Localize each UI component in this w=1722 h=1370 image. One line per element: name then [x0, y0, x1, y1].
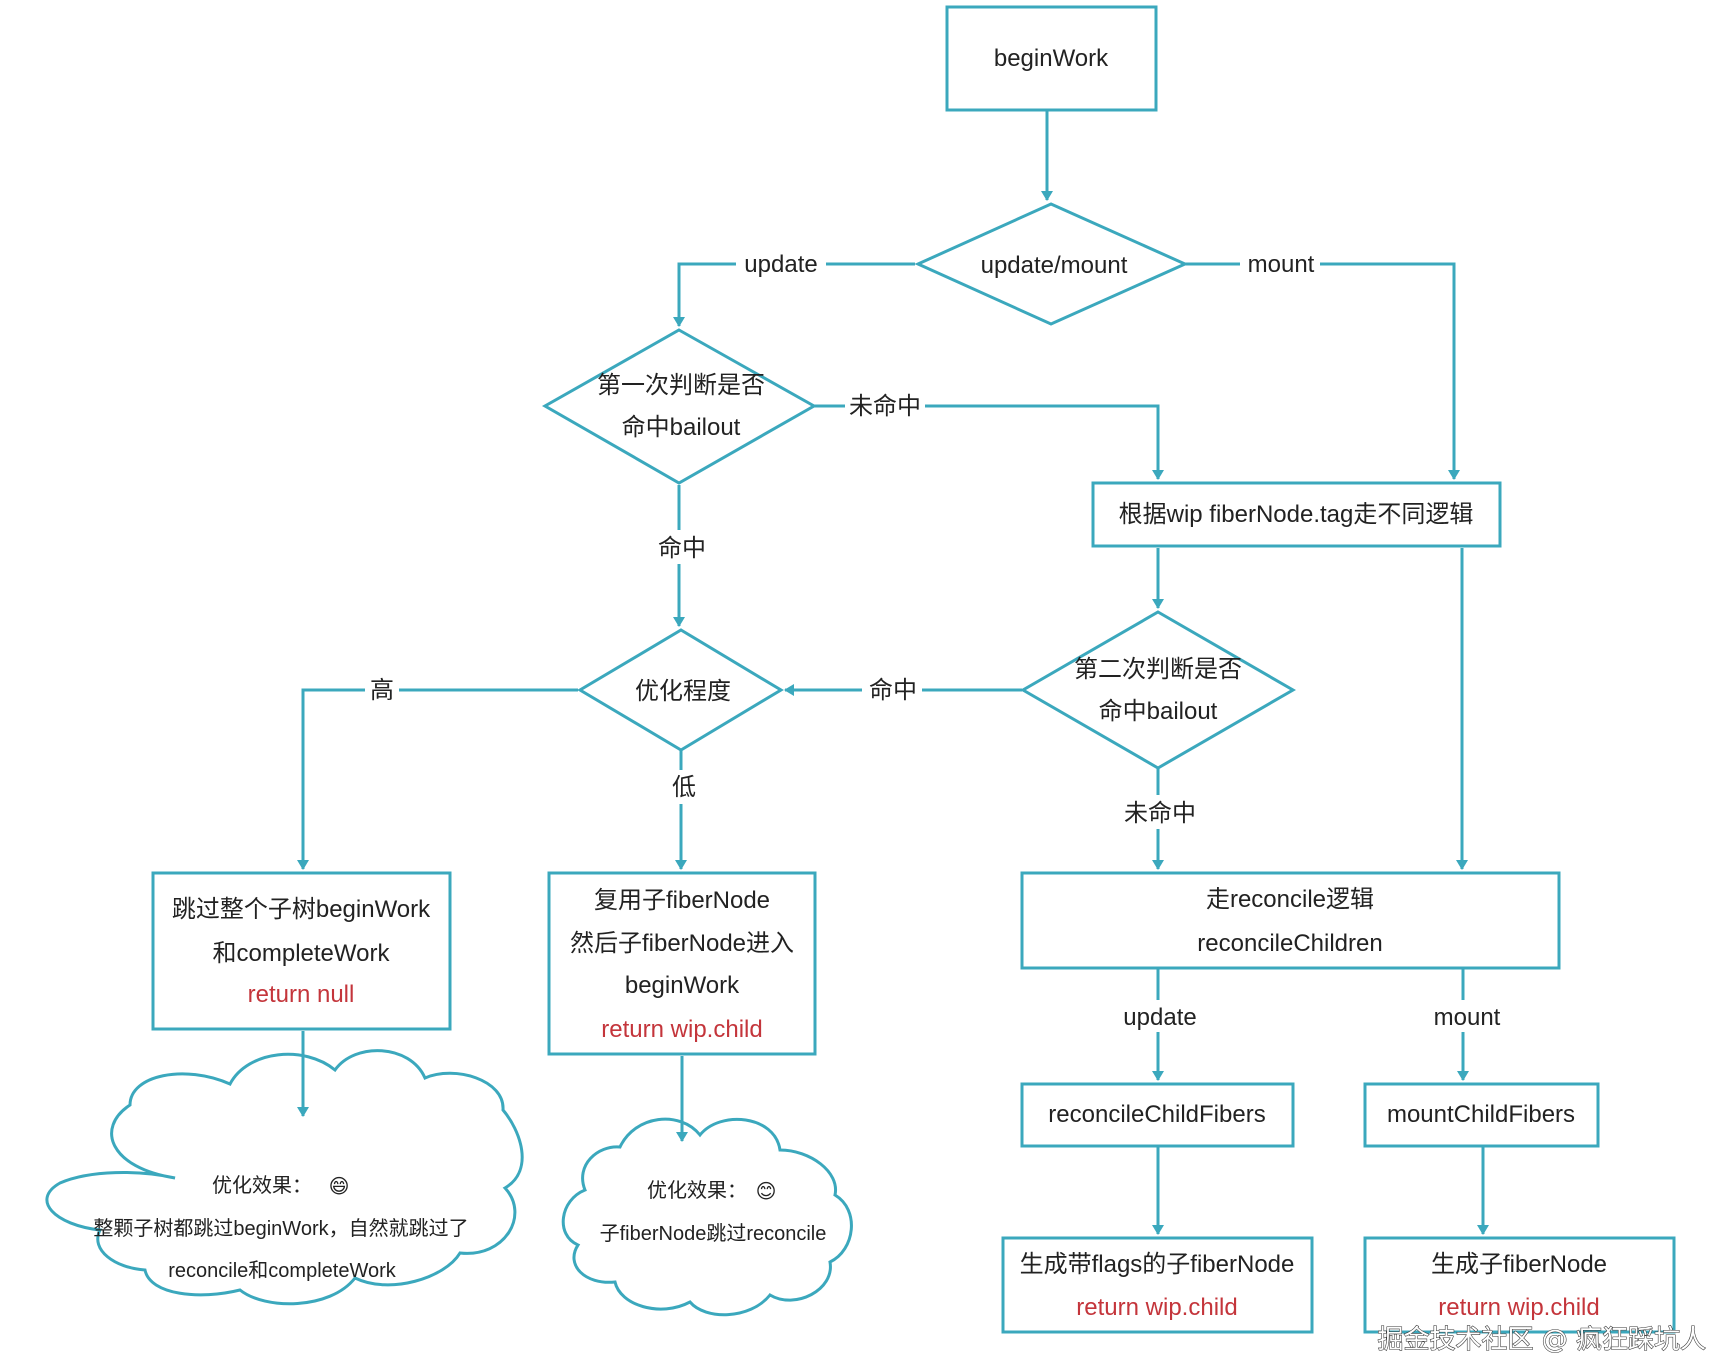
first-bailout-decision — [541, 328, 818, 485]
low-effect-cloud — [561, 1117, 853, 1317]
gen-flags-node-return: return wip.child — [1076, 1294, 1237, 1321]
skip-subtree-box — [151, 871, 452, 1031]
high-effect-cloud — [45, 1049, 524, 1306]
edge-label-second-miss: 未命中 — [1124, 800, 1196, 827]
begin-work-box — [945, 5, 1158, 112]
reconcile-child-fibers-label: reconcileChildFibers — [1048, 1101, 1265, 1128]
reconcile-logic-line1: 走reconcile逻辑 — [1206, 886, 1374, 913]
update-mount-label: update/mount — [981, 252, 1128, 279]
edge-update-branch — [673, 262, 915, 327]
edge-label-update: update — [744, 251, 817, 278]
second-check-line1: 第二次判断是否 — [1074, 656, 1242, 683]
gen-child-node-return: return wip.child — [1438, 1294, 1599, 1321]
watermark: 掘金技术社区 @ 疯狂踩坑人 — [1377, 1325, 1706, 1355]
reconcile-logic-line2: reconcileChildren — [1197, 930, 1382, 957]
edge-label-reconcile-update: update — [1123, 1004, 1196, 1031]
gen-child-node-line1: 生成子fiberNode — [1431, 1251, 1607, 1278]
reuse-child-box — [547, 871, 817, 1056]
second-check-line2: 命中bailout — [1099, 698, 1218, 725]
edge-label-first-miss: 未命中 — [849, 393, 921, 420]
switch-by-tag-label: 根据wip fiberNode.tag走不同逻辑 — [1119, 501, 1474, 528]
mount-child-fibers-box — [1363, 1082, 1600, 1148]
edge-mount-branch — [1185, 262, 1460, 480]
gen-flags-node-line1: 生成带flags的子fiberNode — [1020, 1251, 1295, 1278]
edge-optimize-high — [297, 688, 578, 870]
update-mount-decision — [914, 202, 1189, 326]
skip-subtree-line2: 和completeWork — [213, 940, 391, 967]
high-effect-line2: 整颗子树都跳过beginWork，自然就跳过了 — [93, 1217, 468, 1240]
skip-subtree-line1: 跳过整个子树beginWork — [172, 896, 431, 923]
reuse-child-line1: 复用子fiberNode — [594, 887, 770, 914]
reuse-child-line2: 然后子fiberNode进入 — [570, 930, 794, 957]
edge-label-high: 高 — [370, 677, 394, 704]
begin-work-label: beginWork — [994, 45, 1109, 72]
edge-label-reconcile-mount: mount — [1434, 1004, 1501, 1031]
smile-icon: 😄 — [329, 1176, 350, 1198]
first-check-line2: 命中bailout — [622, 414, 741, 441]
smile-face-icon: 😊 — [756, 1181, 777, 1203]
edge-label-mount: mount — [1248, 251, 1315, 278]
first-check-line1: 第一次判断是否 — [597, 372, 765, 399]
mount-child-fibers-label: mountChildFibers — [1387, 1101, 1575, 1128]
low-effect-title: 优化效果： — [647, 1179, 747, 1202]
switch-by-tag-box — [1091, 481, 1502, 548]
reconcile-child-fibers-box — [1020, 1082, 1295, 1148]
gen-child-node-box — [1363, 1236, 1676, 1334]
reuse-child-line3: beginWork — [625, 972, 740, 999]
optimize-level-label: 优化程度 — [635, 678, 731, 705]
reconcile-logic-box — [1020, 871, 1561, 970]
edge-label-low: 低 — [672, 774, 696, 801]
reuse-child-return: return wip.child — [601, 1016, 762, 1043]
optimize-level-decision — [577, 628, 784, 752]
edge-first-miss — [814, 404, 1164, 480]
skip-subtree-return: return null — [248, 981, 355, 1008]
high-effect-title: 优化效果： — [212, 1174, 312, 1197]
edge-label-second-hit: 命中 — [869, 677, 917, 704]
gen-flags-node-box — [1001, 1236, 1314, 1334]
high-effect-line3: reconcile和completeWork — [168, 1259, 396, 1282]
edge-label-first-hit: 命中 — [658, 535, 706, 562]
low-effect-line2: 子fiberNode跳过reconcile — [600, 1222, 827, 1245]
second-bailout-decision — [1020, 610, 1296, 770]
